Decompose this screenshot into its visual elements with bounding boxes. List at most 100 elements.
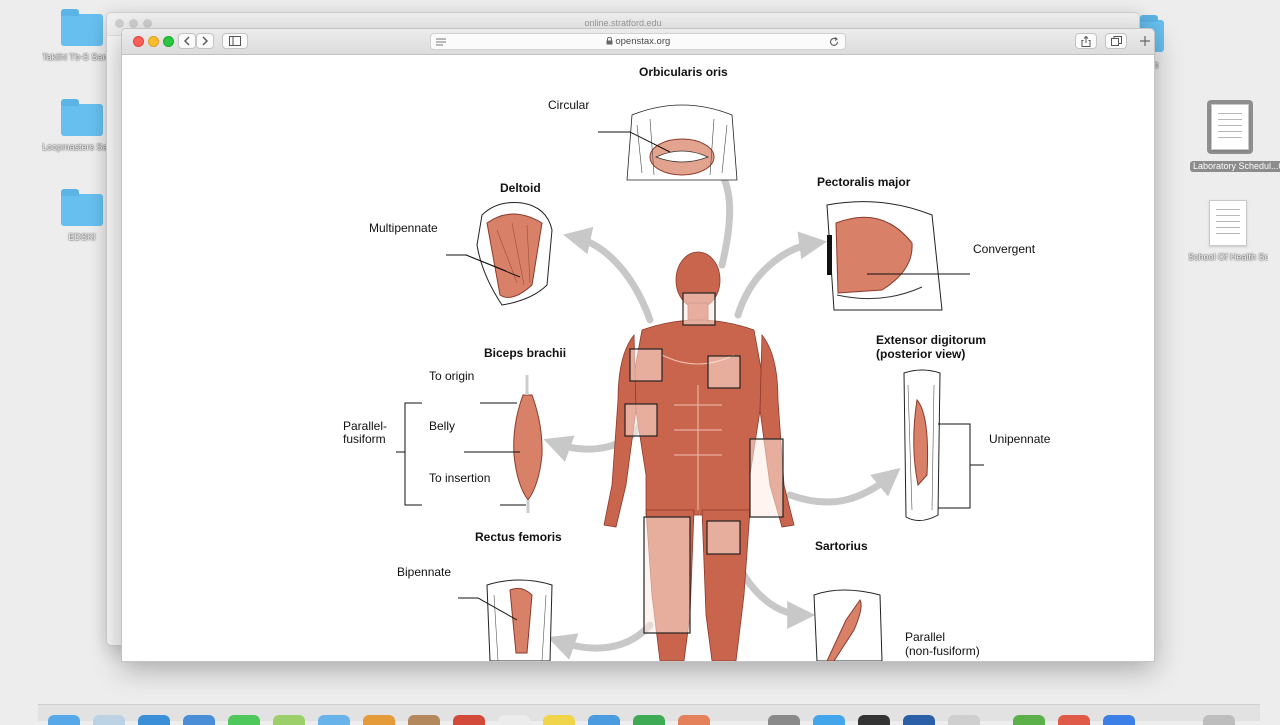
desktop-folder-loopmasters[interactable]: Loopmasters Sample Pack [42,99,122,153]
desktop-folder-edski[interactable]: EDSKI [42,189,122,243]
dock-maps-icon[interactable] [273,715,305,725]
new-tab-button[interactable] [1135,33,1154,49]
label-parallel: Parallel [905,630,946,644]
zoom-button[interactable] [143,19,152,28]
desktop-folder-takiihi[interactable]: Takiihi Tb-S Sample Pack [42,9,122,63]
dock [38,704,1260,725]
title-extensor-view: (posterior view) [876,347,966,361]
folder-icon [61,189,103,226]
label-parallel-fusiform-2: fusiform [343,432,386,446]
arrow-to-rectus [547,621,654,660]
highlight-boxes [624,292,784,634]
browser-window[interactable]: openstax.org [121,28,1155,662]
dock-chrome-icon[interactable] [1013,715,1045,725]
minimize-button[interactable] [148,36,159,47]
label-belly: Belly [429,419,456,433]
dock-stickies-icon[interactable] [543,715,575,725]
dock-app-icon[interactable] [363,715,395,725]
rectus-femoris-illustration [486,579,553,661]
partial-folder-label: b [1154,60,1160,70]
dock-settings-icon[interactable] [768,715,800,725]
dock-zoom-icon[interactable] [1103,715,1135,725]
selection-highlight [1207,100,1253,154]
folder-label: Takiihi Tb-S Sample Pack [42,52,122,62]
biceps-illustration [513,375,543,513]
sidebar-button[interactable] [222,33,248,49]
background-url: online.stratford.edu [584,18,662,28]
dock-photos-icon[interactable] [318,715,350,725]
folder-icon [61,9,103,46]
leader-circular [598,131,671,153]
leader-multipennate [446,254,521,278]
reload-icon[interactable] [829,37,839,47]
label-bipennate: Bipennate [397,565,452,579]
document-icon [1211,104,1249,150]
label-convergent: Convergent [973,242,1036,256]
label-parallel-fusiform-1: Parallel- [343,419,388,433]
minimize-button[interactable] [129,19,138,28]
close-button[interactable] [133,36,144,47]
dock-appstore-icon[interactable] [813,715,845,725]
reader-icon [436,38,446,46]
label-non-fusiform: (non-fusiform) [905,644,980,658]
title-extensor-digitorum: Extensor digitorum [876,333,987,347]
muscle-figure-illustration [396,104,984,661]
dock-word-icon[interactable] [903,715,935,725]
desktop-file-laboratory-schedule[interactable]: Laboratory Schedul...02-2020 [1190,100,1280,177]
dock-pages-icon[interactable] [678,715,710,725]
desktop-file-school-of-health[interactable]: School Of Health Science...ule-T2&3 [1188,200,1268,263]
plus-icon [1139,36,1150,46]
dock-finder-icon[interactable] [48,715,80,725]
browser-toolbar: openstax.org [122,29,1154,55]
forward-button[interactable] [196,33,214,49]
leader-bipennate [458,597,518,621]
folder-label: Loopmasters Sample Pack [42,142,122,152]
dock-trash-icon[interactable] [1203,715,1235,725]
sidebar-icon [229,36,241,46]
chevron-right-icon [202,36,208,46]
dock-safari-icon[interactable] [138,715,170,725]
dock-calendar-icon[interactable] [453,715,485,725]
label-to-origin: To origin [429,369,475,383]
document-icon [1209,200,1247,246]
dock-mail-icon[interactable] [183,715,215,725]
url-domain: openstax.org [615,36,671,47]
address-bar[interactable]: openstax.org [430,33,846,50]
leader-lines [396,131,984,621]
label-to-insertion: To insertion [429,471,491,485]
arrow-to-pectoralis [734,231,828,319]
file-label: School Of Health Science...ule-T2&3 [1188,252,1268,262]
close-button[interactable] [115,19,124,28]
extensor-bracket [938,423,984,509]
extensor-illustration [903,369,941,521]
back-button[interactable] [178,33,196,49]
lock-icon [606,36,613,45]
title-orbicularis-oris: Orbicularis oris [639,65,728,79]
title-sartorius: Sartorius [815,539,868,553]
title-deltoid: Deltoid [500,181,541,195]
title-biceps-brachii: Biceps brachii [484,346,567,360]
label-circular: Circular [548,98,590,112]
dock-messages-icon[interactable] [228,715,260,725]
deltoid-illustration [476,202,553,306]
share-button[interactable] [1075,33,1097,49]
folder-icon [61,99,103,136]
dock-music-icon[interactable] [1058,715,1090,725]
title-pectoralis-major: Pectoralis major [817,175,911,189]
label-unipennate: Unipennate [989,432,1051,446]
label-multipennate: Multipennate [369,221,438,235]
dock-reminders-icon[interactable] [498,715,530,725]
dock-launchpad-icon[interactable] [93,715,125,725]
tabs-overview-button[interactable] [1105,33,1127,49]
dock-numbers-icon[interactable] [633,715,665,725]
dock-preview-icon[interactable] [948,715,980,725]
chevron-left-icon [184,36,190,46]
tabs-icon [1110,36,1122,46]
dock-notes-icon[interactable] [408,715,440,725]
dock-terminal-icon[interactable] [858,715,890,725]
arrow-to-extensor [786,467,901,506]
arrow-to-deltoid [563,226,654,324]
dock-keynote-icon[interactable] [588,715,620,725]
zoom-button[interactable] [163,36,174,47]
folder-label: EDSKI [68,232,96,242]
